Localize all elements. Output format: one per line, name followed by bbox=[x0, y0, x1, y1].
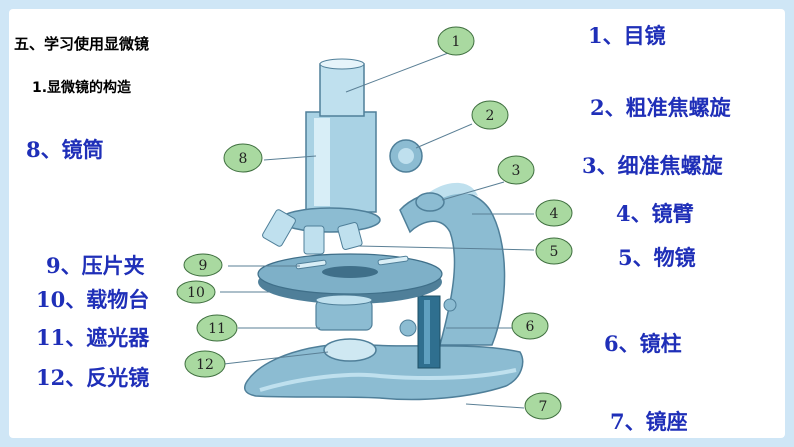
label-eyepiece: 1、目镜 bbox=[588, 23, 666, 48]
callout-2: 2 bbox=[486, 108, 495, 124]
label-tube: 8、镜筒 bbox=[26, 137, 104, 162]
subsection-heading: 1.显微镜的构造 bbox=[32, 80, 132, 96]
section-heading: 五、学习使用显微镜 bbox=[14, 35, 150, 53]
callout-9: 9 bbox=[199, 258, 208, 274]
label-arm: 4、镜臂 bbox=[616, 201, 694, 226]
label-mirror: 12、反光镜 bbox=[36, 365, 150, 390]
callout-4: 4 bbox=[550, 206, 559, 222]
callout-3: 3 bbox=[512, 163, 521, 179]
callout-8: 8 bbox=[239, 151, 248, 167]
label-stage: 10、载物台 bbox=[36, 287, 150, 312]
callout-11: 11 bbox=[208, 321, 226, 337]
label-pillar: 6、镜柱 bbox=[604, 331, 682, 356]
label-base: 7、镜座 bbox=[610, 409, 688, 434]
callout-1: 1 bbox=[452, 34, 461, 50]
callout-10: 10 bbox=[187, 285, 205, 301]
label-objective: 5、物镜 bbox=[618, 245, 696, 270]
label-diaphragm: 11、遮光器 bbox=[36, 325, 150, 350]
label-stage-clip: 9、压片夹 bbox=[46, 253, 145, 278]
callout-12: 12 bbox=[196, 357, 214, 373]
callout-5: 5 bbox=[550, 244, 559, 260]
callout-7: 7 bbox=[539, 399, 548, 415]
label-fine-focus: 3、细准焦螺旋 bbox=[582, 153, 723, 178]
callout-6: 6 bbox=[526, 319, 535, 335]
label-coarse-focus: 2、粗准焦螺旋 bbox=[590, 95, 731, 120]
